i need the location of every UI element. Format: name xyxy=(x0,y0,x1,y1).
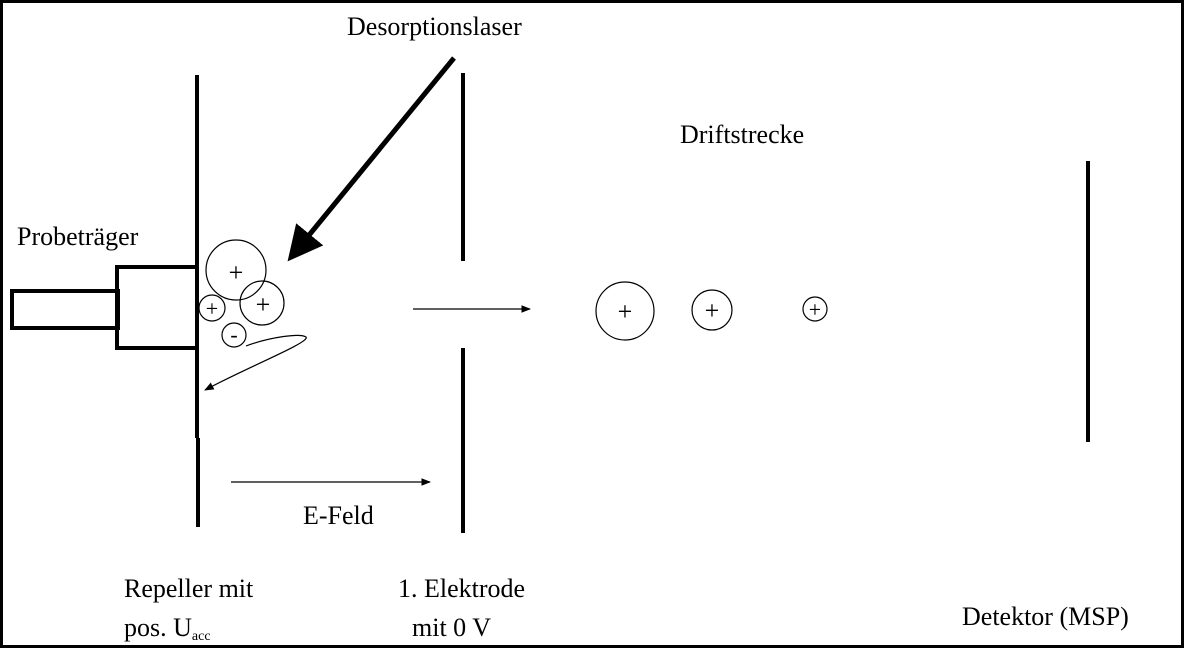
repeller-label-line1: Repeller mit xyxy=(124,574,254,603)
plume-ion-sign-2: + xyxy=(256,290,271,319)
detector-label: Detektor (MSP) xyxy=(962,602,1129,631)
repeller-label-line2: pos. Uacc xyxy=(124,615,211,644)
repeller-label-subscript: acc xyxy=(191,629,211,644)
sample-holder-rod xyxy=(10,289,120,330)
repeller-label-prefix: pos. U xyxy=(124,613,192,642)
drift-ion-sign-3: + xyxy=(809,297,821,322)
sample-holder-block xyxy=(115,265,199,350)
electrode-label-line2: mit 0 V xyxy=(412,613,491,642)
ion-plume-medium xyxy=(239,280,285,326)
ion-plume-small xyxy=(198,294,226,322)
ion-plume-large xyxy=(205,239,267,301)
drift-ion-sign-2: + xyxy=(705,296,720,325)
drift-ion-heavy xyxy=(595,281,655,341)
ion-plume-negative xyxy=(221,322,247,348)
laser-label: Desorptionslaser xyxy=(347,12,522,41)
drift-label: Driftstrecke xyxy=(680,120,805,149)
negative-ion-return-arrow xyxy=(204,334,307,391)
e-field-label: E-Feld xyxy=(303,501,374,530)
drift-ion-medium xyxy=(691,289,733,331)
plume-ion-sign-1: + xyxy=(229,258,244,287)
laser-arrow xyxy=(287,56,456,262)
drift-ion-sign-1: + xyxy=(618,297,633,326)
plume-ion-sign-negative: - xyxy=(230,322,237,347)
plume-ion-sign-3: + xyxy=(206,296,218,321)
sample-holder-label: Probeträger xyxy=(17,222,139,251)
drift-ion-light xyxy=(802,296,828,322)
electrode-label-line1: 1. Elektrode xyxy=(398,574,526,603)
